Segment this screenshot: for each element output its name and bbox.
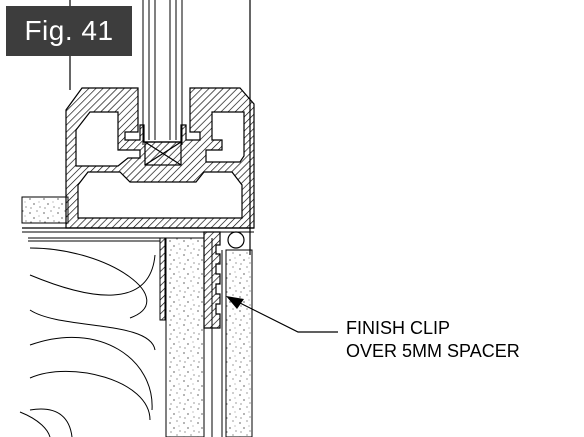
callout-line-2: OVER 5MM SPACER bbox=[346, 341, 520, 361]
callout-arrowhead bbox=[226, 296, 244, 309]
glass-pane bbox=[142, 0, 183, 145]
spacer-bead bbox=[227, 228, 251, 255]
callout-text: FINISH CLIP OVER 5MM SPACER bbox=[346, 317, 520, 363]
figure-label: Fig. 41 bbox=[6, 6, 132, 56]
concrete-lining bbox=[165, 237, 253, 437]
aluminium-profile bbox=[65, 87, 255, 229]
finish-clip bbox=[203, 231, 221, 329]
callout-line-1: FINISH CLIP bbox=[346, 318, 451, 338]
lining-board bbox=[28, 237, 166, 321]
insulation-batts bbox=[19, 247, 156, 437]
left-insulation-strip bbox=[21, 196, 254, 233]
callout-leader bbox=[233, 299, 338, 333]
